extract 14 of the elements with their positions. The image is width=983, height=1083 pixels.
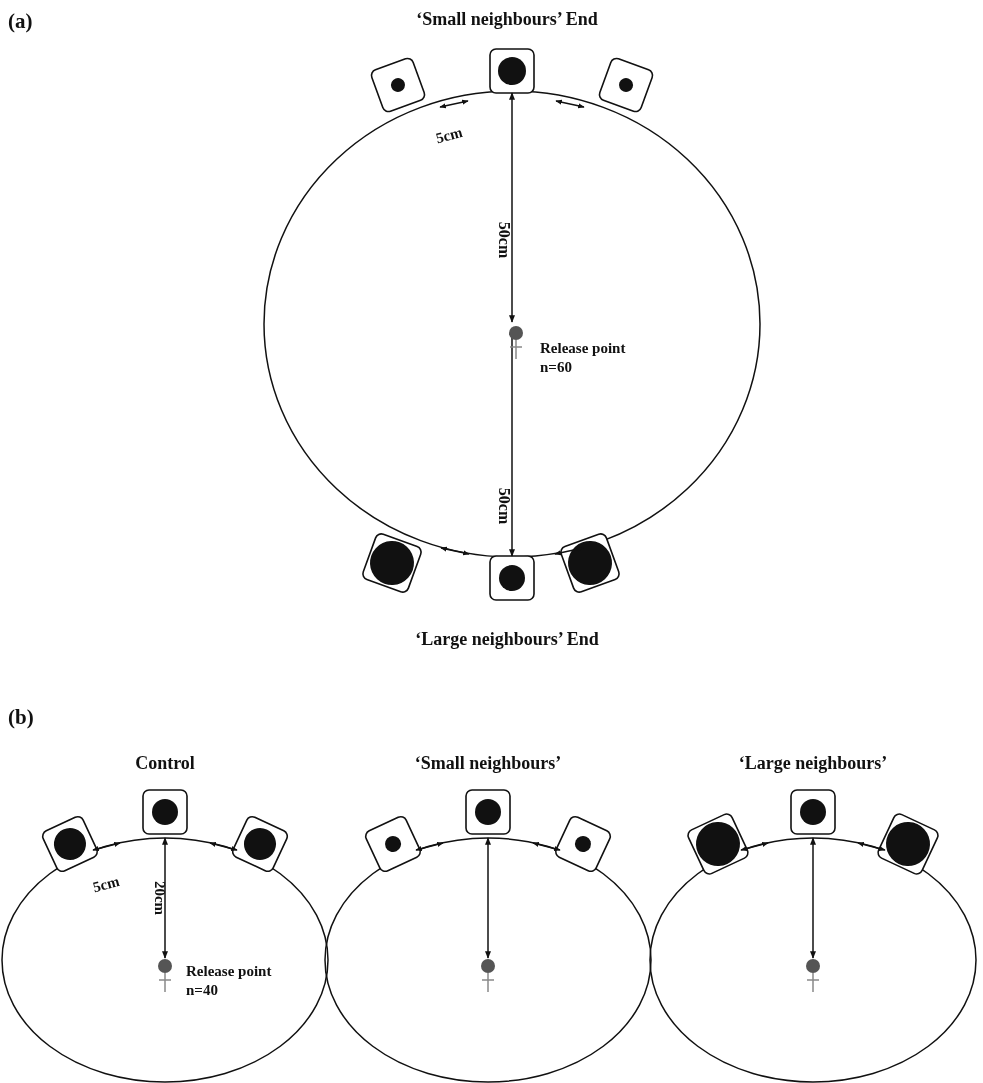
dimension-label: 5cm (434, 123, 465, 149)
panel-label: (b) (8, 704, 34, 731)
dimension-label: 5cm (91, 872, 122, 898)
condition-title: ‘Large neighbours’ (738, 752, 888, 775)
panel-label: (a) (8, 8, 33, 35)
condition-title: Control (135, 752, 195, 775)
condition-title: ‘Small neighbours’ (414, 752, 562, 775)
release-point-label: Release point n=60 (540, 339, 627, 377)
dimension-label: 50cm (495, 487, 514, 525)
condition-title: ‘Small neighbours’ End (416, 8, 598, 31)
dimension-label: 20cm (151, 880, 170, 916)
dimension-label: 50cm (495, 221, 514, 259)
release-point-label: Release point n=40 (186, 962, 273, 1000)
condition-title: ‘Large neighbours’ End (415, 628, 599, 651)
